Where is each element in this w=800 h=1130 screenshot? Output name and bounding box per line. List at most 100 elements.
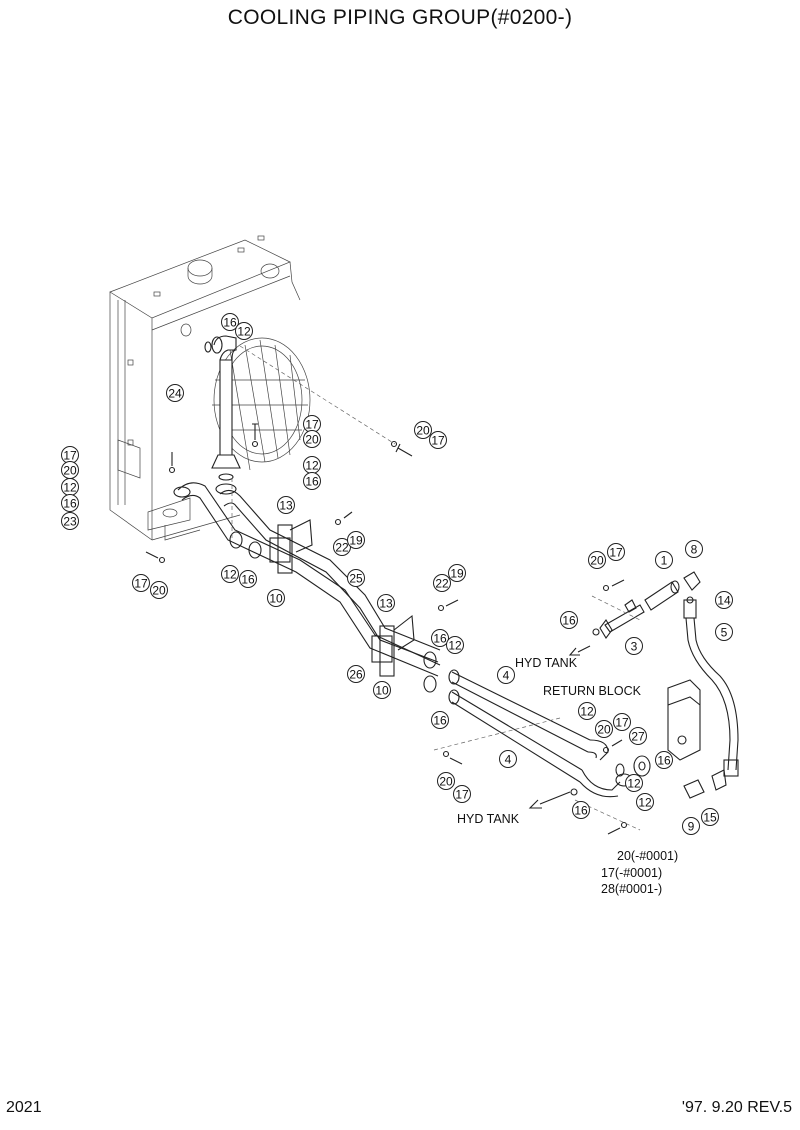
callout-number: 13 xyxy=(279,499,293,513)
adapter-parts xyxy=(592,571,701,639)
callout-number: 25 xyxy=(349,572,363,586)
callout-4: 4 xyxy=(499,750,517,768)
callout-number: 19 xyxy=(450,567,464,581)
callout-17: 17 xyxy=(607,543,625,561)
callout-number: 4 xyxy=(503,669,510,683)
note-28: 28(#0001-) xyxy=(601,882,662,896)
callout-20: 20 xyxy=(150,581,168,599)
callout-13: 13 xyxy=(377,594,395,612)
callout-16: 16 xyxy=(431,711,449,729)
callout-number: 20 xyxy=(63,464,77,478)
callout-3: 3 xyxy=(625,637,643,655)
callout-23: 23 xyxy=(61,512,79,530)
callout-number: 17 xyxy=(615,716,629,730)
callout-24: 24 xyxy=(166,384,184,402)
callout-15: 15 xyxy=(701,808,719,826)
callout-number: 12 xyxy=(580,705,594,719)
callout-20: 20 xyxy=(303,430,321,448)
callout-number: 20 xyxy=(416,424,430,438)
callout-number: 19 xyxy=(349,534,363,548)
note-17: 17(-#0001) xyxy=(601,866,662,880)
callout-16: 16 xyxy=(655,751,673,769)
callout-number: 10 xyxy=(269,592,283,606)
callout-number: 12 xyxy=(627,777,641,791)
hyd-tank-label-lower: HYD TANK xyxy=(457,812,520,826)
callout-number: 27 xyxy=(631,730,645,744)
page-number: 2021 xyxy=(6,1099,42,1116)
return-block-label: RETURN BLOCK xyxy=(543,684,642,698)
callout-16: 16 xyxy=(221,313,239,331)
callout-12: 12 xyxy=(446,636,464,654)
callout-12: 12 xyxy=(61,478,79,496)
callout-16: 16 xyxy=(239,570,257,588)
callout-number: 12 xyxy=(223,568,237,582)
callout-10: 10 xyxy=(267,589,285,607)
callout-1: 1 xyxy=(655,551,673,569)
pipe-24 xyxy=(204,335,241,495)
pipe-run-upper xyxy=(173,482,441,693)
callout-26: 26 xyxy=(347,665,365,683)
callout-17: 17 xyxy=(453,785,471,803)
callout-number: 8 xyxy=(691,543,698,557)
callout-20: 20 xyxy=(595,720,613,738)
callout-16: 16 xyxy=(303,472,321,490)
callout-number: 17 xyxy=(134,577,148,591)
callout-25: 25 xyxy=(347,569,365,587)
callout-14: 14 xyxy=(715,591,733,609)
callout-number: 3 xyxy=(631,640,638,654)
callout-17: 17 xyxy=(429,431,447,449)
callout-19: 19 xyxy=(448,564,466,582)
callout-19: 19 xyxy=(347,531,365,549)
callout-number: 10 xyxy=(375,684,389,698)
callout-number: 22 xyxy=(335,541,349,555)
callout-number: 20 xyxy=(305,433,319,447)
callout-number: 20 xyxy=(597,723,611,737)
page-title: COOLING PIPING GROUP(#0200-) xyxy=(227,6,573,29)
callout-12: 12 xyxy=(235,322,253,340)
callout-17: 17 xyxy=(132,574,150,592)
callout-16: 16 xyxy=(431,629,449,647)
callout-number: 17 xyxy=(431,434,445,448)
callout-number: 14 xyxy=(717,594,731,608)
alignment-lines xyxy=(231,345,641,831)
callout-number: 9 xyxy=(688,820,695,834)
callout-number: 17 xyxy=(455,788,469,802)
callout-number: 20 xyxy=(152,584,166,598)
callout-20: 20 xyxy=(437,772,455,790)
note-20: 20(-#0001) xyxy=(617,849,678,863)
callout-number: 16 xyxy=(433,714,447,728)
callout-number: 26 xyxy=(349,668,363,682)
callout-12: 12 xyxy=(578,702,596,720)
callout-number: 17 xyxy=(63,449,77,463)
pipes-4 xyxy=(448,669,633,798)
callout-number: 16 xyxy=(223,316,237,330)
callout-20: 20 xyxy=(588,551,606,569)
callout-number: 16 xyxy=(63,497,77,511)
callout-number: 5 xyxy=(721,626,728,640)
bolts xyxy=(145,423,628,835)
callout-number: 12 xyxy=(305,459,319,473)
callout-number: 16 xyxy=(241,573,255,587)
callout-number: 12 xyxy=(448,639,462,653)
callout-number: 12 xyxy=(638,796,652,810)
revision-date: '97. 9.20 REV.5 xyxy=(681,1099,792,1116)
hyd-tank-label-upper: HYD TANK xyxy=(515,656,578,670)
callout-22: 22 xyxy=(433,574,451,592)
callout-number: 16 xyxy=(574,804,588,818)
callout-12: 12 xyxy=(636,793,654,811)
radiator-housing xyxy=(109,235,311,541)
callout-number: 17 xyxy=(609,546,623,560)
callout-number: 24 xyxy=(168,387,182,401)
callout-number: 20 xyxy=(590,554,604,568)
callout-16: 16 xyxy=(560,611,578,629)
callout-number: 22 xyxy=(435,577,449,591)
return-block xyxy=(615,679,701,777)
callout-number: 16 xyxy=(562,614,576,628)
callout-10: 10 xyxy=(373,681,391,699)
hose-5 xyxy=(683,599,739,799)
callout-12: 12 xyxy=(303,456,321,474)
callout-16: 16 xyxy=(572,801,590,819)
callout-number: 16 xyxy=(305,475,319,489)
callout-5: 5 xyxy=(715,623,733,641)
